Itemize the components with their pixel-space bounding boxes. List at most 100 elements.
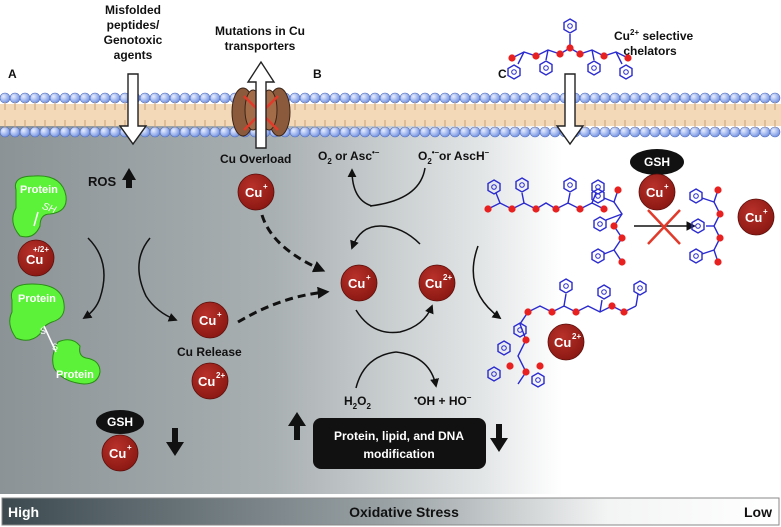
lipid-head (539, 92, 551, 104)
lipid-head (179, 92, 191, 104)
lipid-head (649, 126, 661, 138)
lipid-head (579, 92, 591, 104)
svg-text:modification: modification (363, 447, 434, 461)
lipid-head (769, 92, 781, 104)
cu-ion-release: Cu + (191, 301, 229, 339)
svg-text:transporters: transporters (225, 39, 296, 53)
lipid-head (189, 92, 201, 104)
o2-ascH-label: O2•–or AscH– (418, 148, 490, 166)
lipid-head (389, 92, 401, 104)
lipid-head (29, 92, 41, 104)
svg-text:O2 or Asc•–: O2 or Asc•– (318, 148, 380, 166)
svg-text:agents: agents (114, 48, 153, 62)
lipid-head (669, 126, 681, 138)
lipid-head (59, 92, 71, 104)
label-chelators: Cu2+ selective chelators (614, 28, 693, 58)
lipid-head (139, 92, 151, 104)
lipid-head (709, 126, 721, 138)
cu-ion-overload: Cu + (237, 173, 275, 211)
lipid-head (759, 92, 771, 104)
svg-text:Cu: Cu (199, 313, 216, 328)
lipid-head (339, 126, 351, 138)
svg-text:Protein, lipid, and DNA: Protein, lipid, and DNA (334, 429, 464, 443)
down-arrow-icon (490, 424, 508, 452)
lipid-head (679, 92, 691, 104)
lipid-head (19, 92, 31, 104)
lipid-head (39, 126, 51, 138)
svg-text:Cu: Cu (348, 276, 365, 291)
lipid-head (449, 92, 461, 104)
lipid-head (339, 92, 351, 104)
cu2-ion-cycle: Cu 2+ (418, 264, 456, 302)
lipid-head (609, 92, 621, 104)
lipid-head (59, 126, 71, 138)
lipid-head (329, 126, 341, 138)
svg-text:•OH + HO–: •OH + HO– (414, 393, 472, 408)
svg-text:+: + (763, 207, 768, 216)
lipid-head (209, 126, 221, 138)
svg-text:2+: 2+ (216, 371, 225, 380)
svg-text:GSH: GSH (107, 415, 133, 429)
lipid-head (479, 92, 491, 104)
lipid-head (659, 92, 671, 104)
lipid-head (659, 126, 671, 138)
lipid-head (19, 126, 31, 138)
lipid-head (69, 92, 81, 104)
dashed-arrow-icon (237, 286, 330, 324)
lipid-head (739, 126, 751, 138)
lipid-head (669, 92, 681, 104)
svg-text:GSH: GSH (644, 155, 670, 169)
stress-low-label: Low (744, 504, 772, 520)
cycle-arrow-icon (355, 304, 434, 334)
lipid-head (99, 92, 111, 104)
lipid-head (9, 126, 21, 138)
lipid-head (379, 92, 391, 104)
lipid-head (589, 92, 601, 104)
lipid-head (439, 126, 451, 138)
svg-text:2+: 2+ (443, 273, 452, 282)
lipid-head (699, 126, 711, 138)
lipid-head (379, 126, 391, 138)
lipid-head (479, 126, 491, 138)
lipid-head (199, 92, 211, 104)
svg-text:+: + (127, 443, 132, 452)
lipid-head (159, 126, 171, 138)
svg-text:Cu: Cu (245, 185, 262, 200)
lipid-head (639, 92, 651, 104)
oxidative-stress-bar: High Oxidative Stress Low (1, 497, 780, 526)
lipid-head (629, 92, 641, 104)
lipid-head (89, 92, 101, 104)
lipid-head (209, 92, 221, 104)
lipid-head (499, 92, 511, 104)
lipid-head (489, 126, 501, 138)
lipid-head (489, 92, 501, 104)
cu2-ion-chelated: Cu 2+ (547, 323, 585, 361)
lipid-head (539, 126, 551, 138)
lipid-head (399, 126, 411, 138)
cu-ion-gsh-c: Cu + (638, 173, 676, 211)
lipid-head (219, 126, 231, 138)
lipid-head (0, 126, 11, 138)
lipid-head (699, 92, 711, 104)
svg-text:peptides/: peptides/ (107, 18, 160, 32)
lipid-head (0, 92, 11, 104)
svg-text:S: S (52, 342, 58, 352)
lipid-head (419, 92, 431, 104)
cycle-arrow-icon (355, 351, 397, 389)
svg-text:+: + (366, 273, 371, 282)
lipid-head (589, 126, 601, 138)
cycle-arrow-icon (347, 168, 373, 207)
cu-ion-cycle: Cu + (340, 264, 378, 302)
lipid-head (729, 126, 741, 138)
lipid-head (349, 126, 361, 138)
svg-text:2+: 2+ (572, 332, 581, 341)
cu-ion-a: Cu +/2+ (17, 239, 55, 277)
chelator-molecule-icon (689, 186, 724, 266)
cycle-arrow-icon (138, 237, 178, 322)
svg-text:+/2+: +/2+ (33, 245, 49, 254)
label-mutations: Mutations in Cu transporters (215, 24, 305, 53)
panel-label-b: B (313, 67, 322, 81)
lipid-head (459, 126, 471, 138)
lipid-head (289, 92, 301, 104)
